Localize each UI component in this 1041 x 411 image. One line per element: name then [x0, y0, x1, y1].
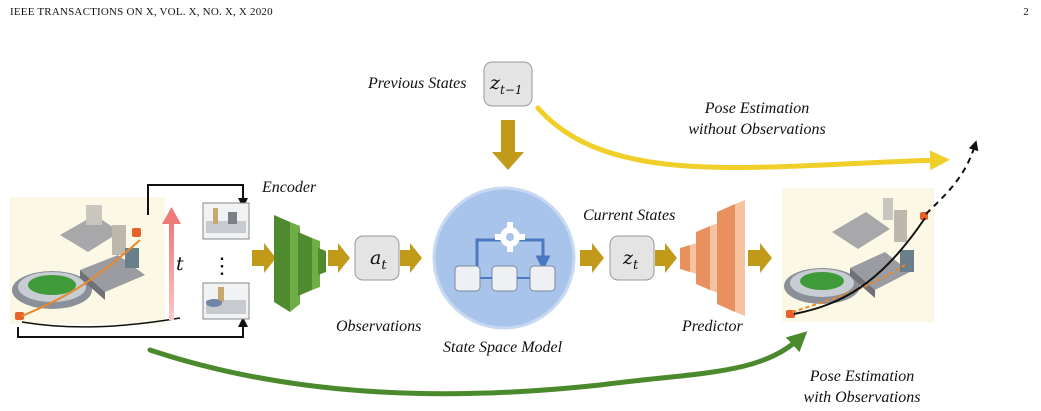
ssm-state-cell-1 [454, 265, 481, 292]
arrow-encoder-to-a [328, 243, 350, 273]
encoder-label: Encoder [261, 179, 317, 196]
frames-ellipsis: ⋮ [211, 253, 233, 278]
encoder-block [274, 215, 326, 312]
arrow-ssm-to-z [580, 243, 604, 273]
output-scene-image [782, 188, 934, 322]
current-state-token [609, 235, 655, 281]
predictor-block [680, 200, 745, 316]
observation-frame-top [202, 202, 250, 240]
pose-without-label-line1: Pose Estimation [704, 100, 809, 117]
pose-with-label-line2: with Observations [804, 389, 921, 406]
input-scene-image [10, 197, 181, 328]
observation-frame-bottom [202, 282, 250, 320]
arrow-a-to-ssm [400, 243, 422, 273]
page-number: 2 [1023, 6, 1029, 18]
journal-header: IEEE TRANSACTIONS ON X, VOL. X, NO. X, X… [10, 6, 273, 18]
current-states-label: Current States [583, 207, 675, 224]
pose-with-observations-curve [147, 331, 808, 397]
frame-bracket-top [147, 184, 248, 215]
z-curr-symbol: zt [622, 247, 639, 273]
previous-state-token [483, 61, 533, 107]
gear-icon [495, 222, 525, 252]
pose-without-label-line2: without Observations [688, 121, 825, 138]
arrow-predictor-to-output [748, 243, 772, 273]
z-prev-symbol: zt−1 [489, 72, 523, 97]
arrow-frames-to-encoder [252, 243, 276, 273]
arrow-z-to-predictor [655, 243, 677, 273]
observations-label: Observations [336, 318, 421, 335]
time-label: t [176, 253, 184, 275]
ssm-state-cell-3 [529, 265, 556, 292]
time-arrow [162, 207, 181, 320]
pose-without-observations-curve [535, 105, 950, 171]
state-space-model-circle [432, 186, 576, 330]
previous-states-label: Previous States [367, 75, 467, 92]
predictor-label: Predictor [681, 318, 744, 335]
frame-bracket-bottom [17, 317, 248, 338]
a-symbol: at [370, 247, 387, 273]
pose-with-label-line1: Pose Estimation [809, 368, 914, 385]
state-space-model-label: State Space Model [443, 339, 563, 356]
ssm-state-cell-2 [491, 265, 518, 292]
arrow-prev-to-ssm [492, 120, 524, 170]
observation-token [354, 235, 400, 281]
